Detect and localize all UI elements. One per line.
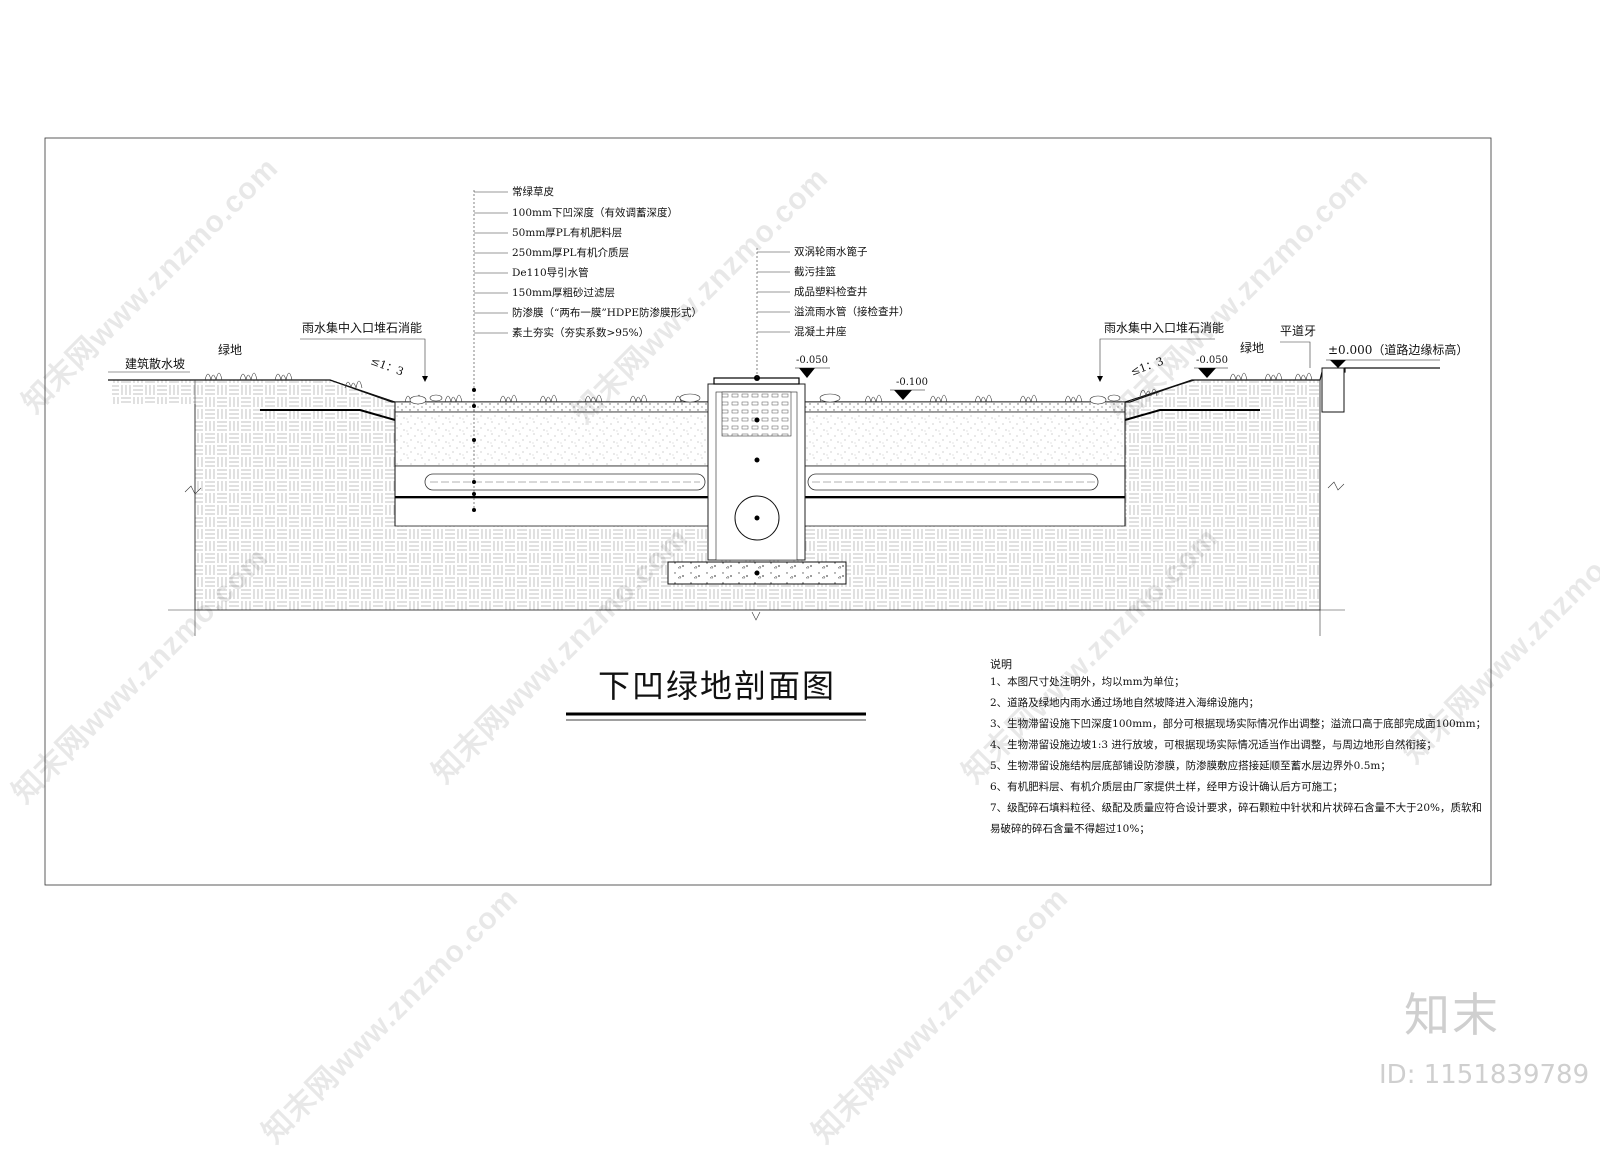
callout-guide-pipe: De110导引水管 xyxy=(512,267,589,279)
elevation-bed-surface: -0.100 xyxy=(896,377,929,388)
inlet-marker-left xyxy=(422,376,428,382)
right-drain-pipe xyxy=(807,473,1099,491)
label-inlet-left: 雨水集中入口堆石消能 xyxy=(302,321,423,335)
left-media-layer xyxy=(394,411,709,467)
elev-marker-well xyxy=(799,368,815,378)
inlet-left-leader xyxy=(300,338,426,378)
callout-base: 混凝土井座 xyxy=(794,326,847,338)
grass-tufts xyxy=(204,372,1313,403)
left-drain-pipe xyxy=(424,473,706,491)
note-item: 4、生物滞留设施边坡1:3 进行放坡，可根据现场实际情况适当作出调整，与周边地形… xyxy=(990,739,1437,751)
sheet-border xyxy=(44,137,1492,886)
note-item: 3、生物滞留设施下凹深度100mm，部分可根据现场实际情况作出调整；溢流口高于底… xyxy=(990,718,1487,730)
label-inlet-right: 雨水集中入口堆石消能 xyxy=(1104,321,1225,335)
callout-media: 250mm厚PL有机介质层 xyxy=(512,247,629,259)
label-curb: 平道牙 xyxy=(1280,324,1317,338)
brand-logo: 知末 xyxy=(1404,988,1500,1042)
label-road-level: ±0.000（道路边缘标高） xyxy=(1328,343,1469,357)
interception-basket xyxy=(721,391,792,437)
right-media-layer xyxy=(804,411,1126,467)
overflow-pipe xyxy=(734,495,780,541)
overflow-pipe-center xyxy=(754,515,760,521)
left-side-slope xyxy=(329,379,396,526)
callout-sand: 150mm厚粗砂过滤层 xyxy=(512,287,615,299)
note-item: 6、有机肥料层、有机介质层由厂家提供土样，经甲方设计确认后方可施工； xyxy=(990,781,1344,793)
well-callout-leader xyxy=(756,248,790,378)
note-item: 7、级配碎石填料粒径、级配及质量应符合设计要求，碎石颗粒中针状和片状碎石含量不大… xyxy=(990,802,1483,814)
image-id: ID: 1151839789 xyxy=(1379,1060,1590,1090)
inlet-marker-right xyxy=(1097,376,1103,382)
left-fertilizer-layer xyxy=(394,401,709,413)
elev-marker-bed xyxy=(894,390,912,400)
well-marker xyxy=(754,457,760,463)
layer-callout-leader xyxy=(472,190,508,512)
curb-stone xyxy=(1321,367,1345,413)
elevation-well-top: -0.050 xyxy=(796,355,829,366)
left-liner xyxy=(260,409,708,498)
callout-fertilizer: 50mm厚PL有机肥料层 xyxy=(512,227,623,239)
label-green-left: 绿地 xyxy=(218,343,243,357)
inlet-stones xyxy=(409,393,1121,405)
inspection-well xyxy=(667,375,847,585)
left-bed xyxy=(394,401,709,527)
note-item: 5、生物滞留设施结构层底部铺设防渗膜，防渗膜敷应搭接延顺至蓄水层边界外0.5m； xyxy=(990,760,1391,772)
right-bed xyxy=(804,401,1126,527)
label-green-right: 绿地 xyxy=(1240,341,1265,355)
note-item: 2、道路及绿地内雨水通过场地自然坡降进入海绵设施内； xyxy=(990,697,1260,709)
inlet-right-leader xyxy=(1099,338,1215,378)
section-cut-marks xyxy=(168,380,1345,636)
callout-overflow: 溢流雨水管（接检查井） xyxy=(794,306,910,318)
basket-marker xyxy=(754,417,760,423)
note-item: 易破碎的碎石含量不得超过10%； xyxy=(990,823,1150,835)
right-side-slope xyxy=(1124,379,1193,526)
callout-turf: 常绿草皮 xyxy=(512,186,554,198)
callout-basket: 截污挂篮 xyxy=(794,266,836,278)
right-sand-layer xyxy=(804,497,1126,527)
elevation-right-edge: -0.050 xyxy=(1196,355,1229,366)
note-item: 1、本图尺寸处注明外，均以mm为单位； xyxy=(990,676,1185,688)
callout-grate: 双涡轮雨水篦子 xyxy=(794,246,868,258)
elev-marker-right xyxy=(1198,368,1216,378)
right-liner xyxy=(805,409,1260,498)
right-fertilizer-layer xyxy=(804,401,1126,413)
drawing-title: 下凹绿地剖面图 xyxy=(598,667,837,705)
callout-liner: 防渗膜（“两布一膜”HDPE防渗膜形式） xyxy=(512,307,703,319)
callout-well: 成品塑料检查井 xyxy=(794,286,868,298)
curb-leader xyxy=(1280,341,1311,368)
base-marker xyxy=(754,570,760,576)
callout-subgrade: 素土夯实（夯实系数>95%） xyxy=(512,327,650,339)
callout-depression: 100mm下凹深度（有效调蓄深度） xyxy=(512,207,678,219)
apron-hatch xyxy=(112,380,196,404)
elev-marker-road xyxy=(1330,360,1346,368)
notes-heading: 说明 xyxy=(990,658,1012,671)
label-building-apron: 建筑散水坡 xyxy=(125,357,186,371)
